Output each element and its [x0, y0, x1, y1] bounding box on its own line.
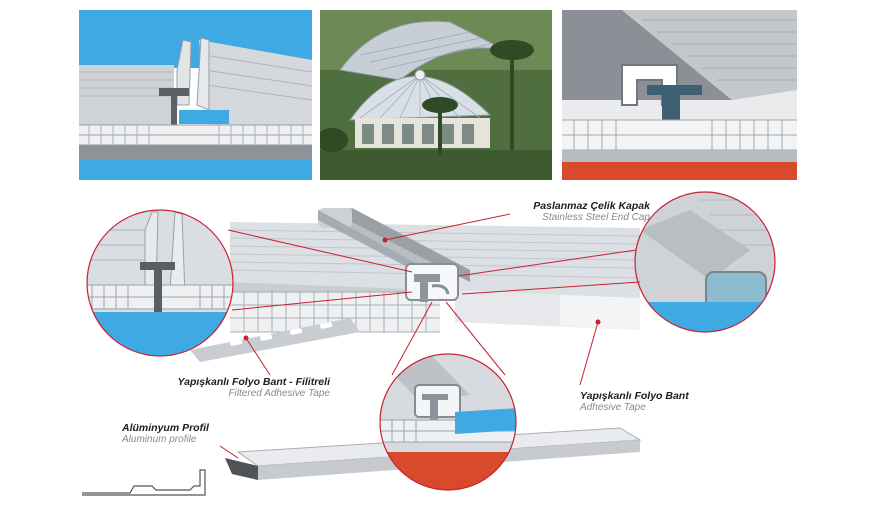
leader-lines [219, 213, 641, 459]
magnifier-right [634, 191, 776, 333]
adhesive-tape-label: Yapışkanlı Folyo Bant Adhesive Tape [580, 390, 730, 414]
aluminum-profile-label-tr: Alüminyum Profil [122, 422, 209, 434]
end-cap-label-en: Stainless Steel End Cap [542, 212, 650, 224]
filtered-tape-label: Yapışkanlı Folyo Bant - Filitreli Filter… [150, 376, 330, 400]
filtered-tape-label-en: Filtered Adhesive Tape [228, 388, 330, 400]
aluminum-profile-label-en: Aluminum profile [122, 434, 197, 446]
filtered-tape-strip [190, 318, 360, 362]
dome-building-photo [320, 10, 552, 180]
profile-section-sketch [82, 469, 206, 496]
end-cap-label-tr: Paslanmaz Çelik Kapak [533, 200, 650, 212]
filtered-tape-label-tr: Yapışkanlı Folyo Bant - Filitreli [177, 376, 330, 388]
aluminum-profile-label: Alüminyum Profil Aluminum profile [122, 422, 262, 446]
adhesive-tape-label-tr: Yapışkanlı Folyo Bant [580, 390, 689, 402]
magnifier-left [86, 209, 234, 357]
adhesive-tape-label-en: Adhesive Tape [580, 402, 646, 414]
magnifier-bottom [379, 353, 517, 491]
end-cap-label: Paslanmaz Çelik Kapak Stainless Steel En… [500, 200, 650, 224]
detail-photo-right [562, 10, 797, 180]
center-profile [405, 263, 459, 302]
detail-photo-left [79, 10, 312, 180]
assembly-diagram: Paslanmaz Çelik Kapak Stainless Steel En… [0, 190, 875, 525]
